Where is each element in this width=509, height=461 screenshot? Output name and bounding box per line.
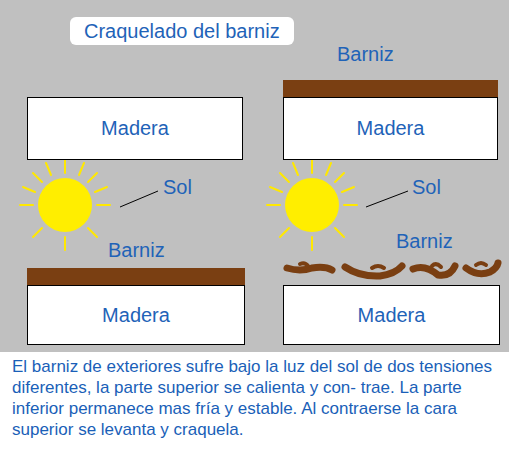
title: Craquelado del barniz	[70, 17, 294, 45]
wood-box: Madera	[283, 285, 500, 345]
sun-rays	[20, 160, 110, 250]
varnish-flake	[466, 263, 498, 274]
sun-disc	[38, 178, 92, 232]
sun	[20, 160, 110, 250]
leader-line	[366, 191, 408, 207]
wood-box: Madera	[283, 97, 498, 160]
varnish-flake	[345, 266, 402, 276]
wood-box: Madera	[27, 285, 245, 345]
varnish-layer	[27, 268, 245, 285]
varnish-flake	[287, 267, 332, 270]
caption: El barniz de exteriores sufre bajo la lu…	[0, 352, 509, 461]
sun-label: Sol	[412, 176, 441, 199]
varnish-flake	[476, 263, 486, 265]
varnish-flake	[300, 263, 308, 266]
varnish-flake	[413, 266, 455, 275]
box-label: Madera	[358, 304, 426, 327]
box-label: Madera	[357, 117, 425, 140]
varnish-layer	[283, 80, 498, 97]
cracked-varnish	[300, 263, 486, 268]
sun-rays	[267, 160, 357, 250]
sun-label: Sol	[163, 176, 192, 199]
varnish-flake	[432, 264, 441, 267]
box-label: Madera	[101, 117, 169, 140]
leader-line	[120, 191, 158, 207]
cracked-varnish	[287, 263, 498, 276]
varnish-label: Barniz	[108, 239, 165, 262]
sun	[267, 160, 357, 250]
varnish-label: Barniz	[396, 230, 453, 253]
box-label: Madera	[102, 304, 170, 327]
varnish-flake	[372, 266, 384, 268]
sun-disc	[285, 178, 339, 232]
wood-box: Madera	[27, 97, 243, 160]
varnish-label: Barniz	[337, 43, 394, 66]
